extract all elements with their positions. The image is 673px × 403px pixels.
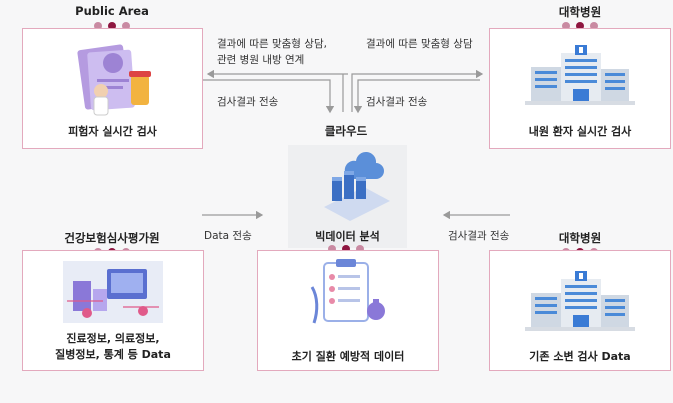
- checklist-illustration: [310, 259, 385, 324]
- hospital-bottom-label: 기존 소변 검사 Data: [529, 350, 631, 363]
- arrow-cloud-to-hospital: [351, 69, 484, 112]
- cloud-area: 빅데이터 분석: [288, 145, 407, 248]
- prevention-box: 초기 질환 예방적 데이터: [257, 250, 439, 371]
- hira-label-line2: 질병정보, 통계 등 Data: [55, 348, 171, 361]
- hira-header: 건강보험심사평가원: [64, 231, 160, 245]
- flow-note-left-top-line2: 관련 병원 내방 연계: [217, 54, 305, 66]
- flow-note-left-top: 결과에 따른 맞춤형 상담, 관련 병원 내방 연계: [217, 36, 327, 68]
- public-area-label: 피험자 실시간 검사: [68, 125, 157, 138]
- patient-test-illustration: [77, 44, 151, 116]
- cloud-header: 클라우드: [324, 124, 368, 138]
- hospital-bottom-header: 대학병원: [558, 231, 602, 245]
- flow-note-left-top-line1: 결과에 따른 맞춤형 상담,: [217, 38, 327, 50]
- flow-note-data-transfer: Data 전송: [204, 230, 252, 242]
- prevention-label: 초기 질환 예방적 데이터: [291, 350, 405, 363]
- hospital-top-box: 내원 환자 실시간 검사: [489, 28, 671, 149]
- hospital-building-icon: [525, 45, 635, 105]
- hospital-top-label: 내원 환자 실시간 검사: [528, 125, 632, 138]
- arrow-public-to-cloud: [202, 79, 335, 114]
- big-data-server-icon: [324, 151, 390, 221]
- prevention-dots: [328, 245, 364, 253]
- hospital-bottom-box: 기존 소변 검사 Data: [489, 250, 671, 371]
- cloud-label: 빅데이터 분석: [315, 230, 380, 243]
- flow-note-right-result: 검사결과 전송: [366, 96, 428, 108]
- hospital-top-dots: [562, 22, 598, 30]
- hira-box: 진료정보, 의료정보, 질병정보, 통계 등 Data: [22, 250, 204, 371]
- medical-data-illustration: [63, 261, 163, 323]
- arrow-hospital-to-cloud: [353, 79, 480, 114]
- hira-label: 진료정보, 의료정보, 질병정보, 통계 등 Data: [23, 331, 203, 363]
- hospital-building-icon: [525, 271, 635, 331]
- flow-note-right-top: 결과에 따른 맞춤형 상담: [366, 38, 473, 50]
- public-area-box: 피험자 실시간 검사: [22, 28, 203, 149]
- flow-note-bottom-result: 검사결과 전송: [448, 230, 510, 242]
- hospital-top-header: 대학병원: [558, 5, 602, 19]
- public-area-header: Public Area: [75, 4, 149, 18]
- hira-label-line1: 진료정보, 의료정보,: [66, 332, 160, 345]
- flow-note-left-result: 검사결과 전송: [217, 96, 279, 108]
- public-area-dots: [94, 22, 130, 30]
- arrow-cloud-to-public: [206, 69, 348, 112]
